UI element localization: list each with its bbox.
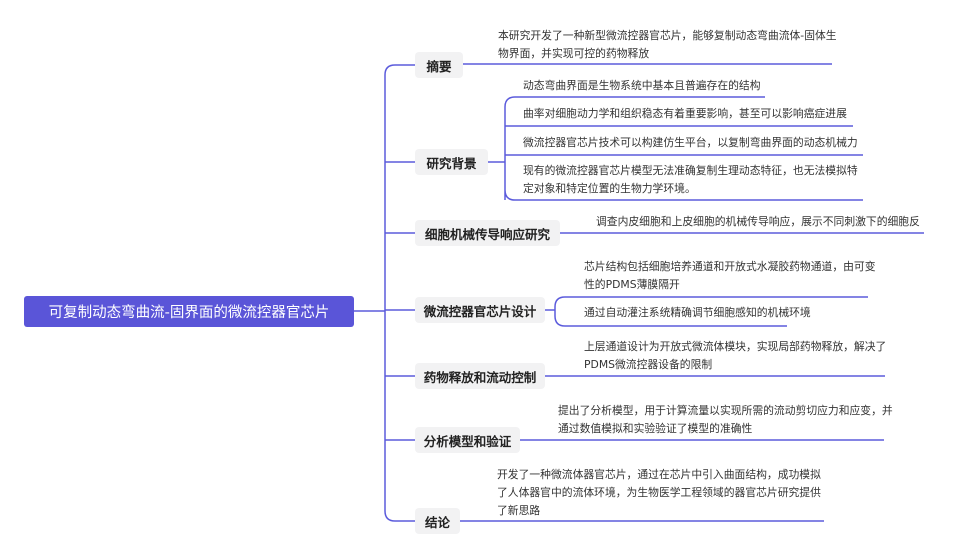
branch-abstract[interactable]: 摘要 — [415, 52, 463, 78]
leaf-background-2[interactable]: 曲率对细胞动力学和组织稳态有着重要影响，甚至可以影响癌症进展 — [523, 107, 847, 120]
leaf-conclusion[interactable]: 开发了一种微流体器官芯片，通过在芯片中引入曲面结构，成功模拟了人体器官中的流体环… — [497, 468, 821, 517]
leaf-design-2[interactable]: 通过自动灌注系统精确调节细胞感知的机械环境 — [584, 306, 811, 319]
leaf-design-1[interactable]: 芯片结构包括细胞培养通道和开放式水凝胶药物通道，由可变性的PDMS薄膜隔开 — [584, 260, 876, 291]
branch-mechanotransduction[interactable]: 细胞机械传导响应研究 — [415, 220, 560, 246]
leaf-mechanotransduction[interactable]: 调查内皮细胞和上皮细胞的机械传导响应，展示不同刺激下的细胞反 — [596, 215, 920, 228]
subtree-background — [488, 96, 863, 201]
subtree-design — [545, 296, 868, 327]
leaf-background-3[interactable]: 微流控器官芯片技术可以构建仿生平台，以复制弯曲界面的动态机械力 — [523, 136, 858, 149]
leaf-drug-release[interactable]: 上层通道设计为开放式微流体模块，实现局部药物释放，解决了PDMS微流控器设备的限… — [584, 340, 887, 371]
leaf-model-validation[interactable]: 提出了分析模型，用于计算流量以实现所需的流动剪切应力和应变，并通过数值模拟和实验… — [558, 404, 893, 435]
leaf-abstract[interactable]: 本研究开发了一种新型微流控器官芯片，能够复制动态弯曲流体-固体生物界面，并实现可… — [498, 29, 837, 60]
branch-chip-design[interactable]: 微流控器官芯片设计 — [415, 297, 545, 323]
branch-background[interactable]: 研究背景 — [415, 149, 488, 175]
leaf-background-4[interactable]: 现有的微流控器官芯片模型无法准确复制生理动态特征，也无法模拟特定对象和特定位置的… — [523, 164, 858, 195]
branch-conclusion[interactable]: 结论 — [415, 508, 460, 534]
branch-drug-release[interactable]: 药物释放和流动控制 — [415, 363, 545, 389]
main-trunk — [384, 64, 415, 522]
root-node[interactable]: 可复制动态弯曲流-固界面的微流控器官芯片 — [24, 296, 354, 327]
leaf-background-1[interactable]: 动态弯曲界面是生物系统中基本且普遍存在的结构 — [523, 79, 761, 92]
branch-model-validation[interactable]: 分析模型和验证 — [415, 427, 520, 453]
